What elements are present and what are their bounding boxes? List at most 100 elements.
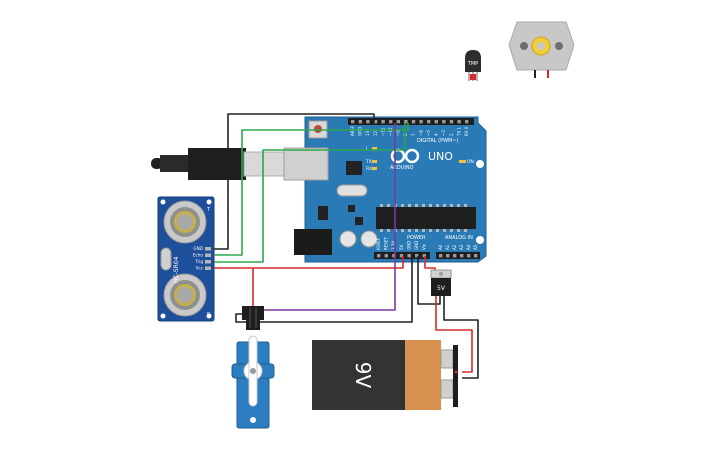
digital-pin-label: ~3 (441, 130, 446, 136)
analog-pin-socket[interactable] (453, 254, 457, 258)
temperature-sensor[interactable]: TMP (465, 50, 481, 81)
power-pin-socket[interactable] (392, 254, 396, 258)
wire-reg-batt-black (443, 296, 479, 379)
battery-9v[interactable]: 9V (312, 340, 458, 410)
digital-header (348, 118, 474, 125)
rx-label: RX (366, 166, 372, 172)
analog-pin-socket[interactable] (439, 254, 443, 258)
analog-pin-socket[interactable] (474, 254, 478, 258)
board-model-label: UNO (428, 150, 453, 163)
ultrasonic-pin-label: GND (193, 246, 203, 251)
analog-pin-label: A2 (452, 244, 457, 250)
digital-pin-socket[interactable] (381, 120, 385, 124)
digital-pin-label: ~9 (396, 130, 401, 136)
wire-board-gnd-reg (417, 256, 441, 305)
digital-pin-label: 4 (434, 133, 439, 136)
digital-pin-socket[interactable] (351, 120, 355, 124)
wire-servo-signal (256, 123, 396, 311)
analog-pin-label: A4 (466, 244, 471, 250)
power-pin-socket[interactable] (407, 254, 411, 258)
board-brand-label: ARDUINO (390, 165, 414, 171)
digital-pin-socket[interactable] (427, 120, 431, 124)
wire-sensor-echo (214, 123, 409, 256)
wire-reg-batt-red (435, 296, 473, 373)
wire-sensor-trig (214, 123, 406, 263)
power-pin-socket[interactable] (399, 254, 404, 258)
ultrasonic-pin-label: Echo (193, 253, 204, 258)
digital-pin-socket[interactable] (358, 120, 362, 124)
power-pin-socket[interactable] (377, 254, 381, 258)
ultrasonic-pin[interactable] (205, 253, 211, 258)
digital-pin-label: 2 (449, 133, 454, 136)
wire-sensor-gnd (214, 113, 375, 250)
usb-cable[interactable] (151, 148, 285, 180)
power-pin-socket[interactable] (384, 254, 388, 258)
analog-pin-label: A0 (438, 244, 443, 250)
voltage-regulator[interactable]: 5V (430, 269, 452, 296)
power-pin-label: RESET (384, 237, 389, 250)
digital-pin-socket[interactable] (373, 120, 378, 124)
on-label: ON (467, 159, 474, 165)
usb-jack (283, 147, 329, 181)
digital-pin-socket[interactable] (457, 120, 461, 124)
tx-label: TX (365, 159, 372, 165)
digital-pin-label: ~5 (426, 130, 431, 136)
power-pin-label: 3.3V (391, 241, 396, 250)
analog-pin-socket[interactable] (446, 254, 450, 258)
dc-motor[interactable] (508, 21, 575, 78)
digital-pin-socket[interactable] (419, 120, 423, 124)
power-jack (294, 229, 332, 255)
analog-pin-label: A3 (459, 244, 464, 250)
power-pin-label: GND (414, 241, 419, 250)
digital-pin-socket[interactable] (449, 120, 454, 124)
ultrasonic-pin[interactable] (205, 266, 211, 271)
analog-pin-label: A1 (445, 244, 450, 250)
power-header-label: POWER (407, 235, 426, 241)
ultrasonic-transducer-bottom (163, 273, 207, 317)
arduino-uno-board[interactable]: UNO ARDUINO TX RX ON L DIGITAL (PWM~) PO… (283, 116, 487, 263)
digital-pin-socket[interactable] (442, 120, 446, 124)
ultrasonic-pin-label: Vcc (196, 266, 204, 271)
power-pin-label: GND (406, 241, 411, 250)
ultrasonic-pin[interactable] (205, 247, 211, 251)
digital-pin-socket[interactable] (465, 120, 469, 124)
servo-motor[interactable] (231, 306, 275, 429)
analog-pin-socket[interactable] (467, 254, 471, 258)
wires (214, 113, 479, 379)
battery-label: 9V (351, 362, 375, 389)
digital-pin-socket[interactable] (404, 120, 408, 124)
ultrasonic-t-label: T (206, 207, 211, 213)
analog-pin-label: A5 (473, 244, 478, 250)
analog-pin-socket[interactable] (460, 254, 464, 258)
power-pin-label: IOREF (376, 237, 381, 250)
digital-pin-label: TX 1 (456, 127, 461, 137)
power-pin-socket[interactable] (415, 254, 419, 258)
l-label: L (366, 146, 369, 152)
digital-pin-socket[interactable] (434, 120, 438, 124)
digital-pin-socket[interactable] (411, 120, 416, 124)
digital-pin-socket[interactable] (389, 120, 393, 124)
analog-header-label: ANALOG IN (445, 235, 473, 241)
digital-pin-label: RX 0 (464, 126, 469, 136)
ultrasonic-model-label: HC-SR04 (173, 256, 180, 283)
power-pin-socket[interactable] (422, 254, 426, 258)
wire-sensor-vcc (214, 256, 404, 269)
power-pin-label: 5V (399, 244, 404, 250)
digital-pin-label: 13 (365, 130, 370, 136)
ultrasonic-pin[interactable] (205, 260, 211, 264)
digital-pin-label: ~10 (388, 127, 393, 136)
digital-header-label: DIGITAL (PWM~) (417, 138, 459, 144)
ultrasonic-pin-label: Trig (195, 259, 204, 264)
digital-pin-label: GND (358, 127, 363, 136)
ultrasonic-r-label: R (207, 312, 211, 318)
digital-pin-socket[interactable] (366, 120, 370, 124)
digital-pin-socket[interactable] (396, 120, 400, 124)
digital-pin-label: ~11 (380, 127, 385, 136)
temp-sensor-label: TMP (467, 61, 478, 67)
digital-pin-label: 12 (373, 130, 378, 136)
